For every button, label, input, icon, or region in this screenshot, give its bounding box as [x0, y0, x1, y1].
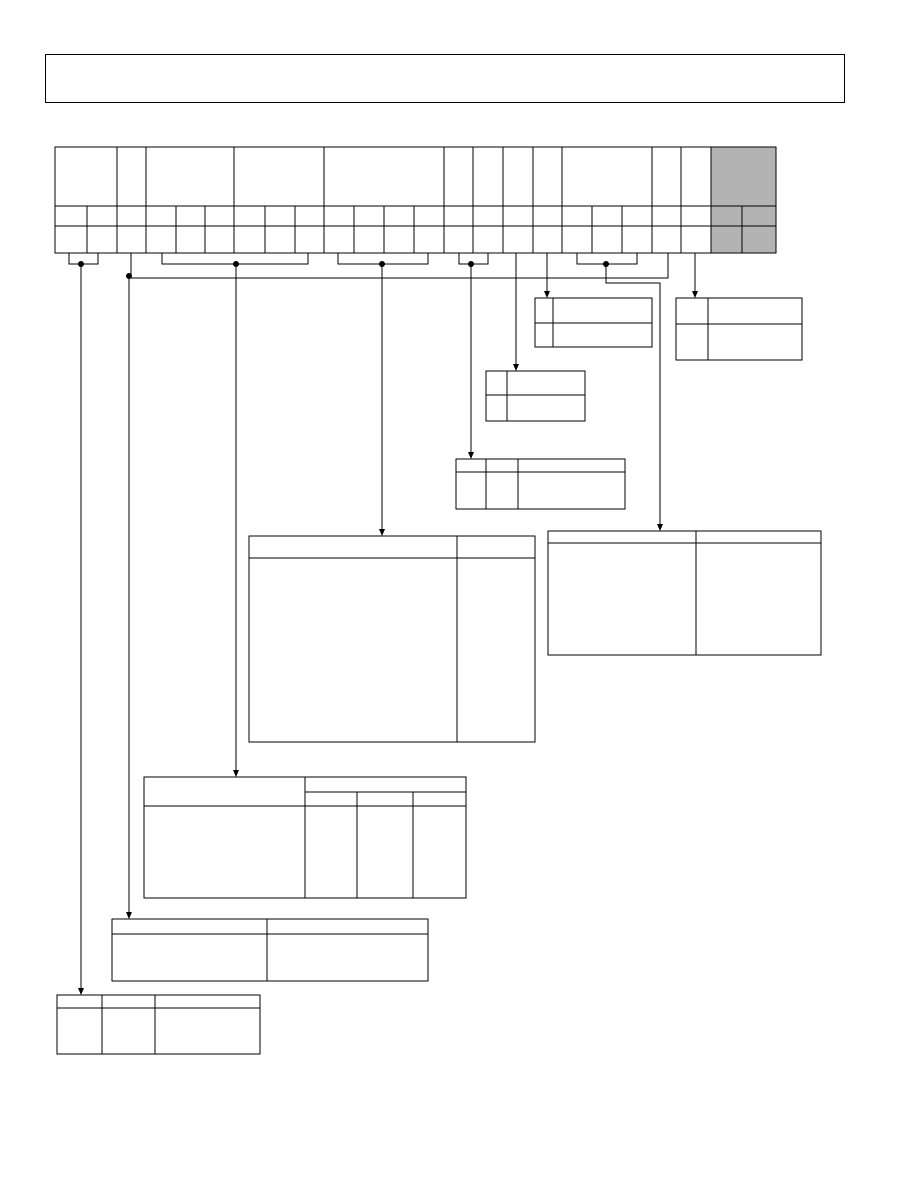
- arrow-field-8: [657, 524, 663, 531]
- register-field-dividers: [116, 147, 712, 253]
- value-table-9: [675, 297, 803, 361]
- arrow-field-9: [692, 291, 698, 298]
- arrow-field-1: [78, 988, 84, 995]
- page-header-box: [45, 54, 845, 103]
- register-bitmap-table: [54, 146, 777, 254]
- value-table-6: [485, 370, 586, 422]
- register-bit-dividers: [86, 206, 743, 253]
- value-table-7: [534, 297, 653, 348]
- field-connectors: [68, 253, 698, 995]
- arrow-field-3: [233, 770, 239, 777]
- value-table-4: [248, 535, 536, 743]
- value-table-1: [56, 994, 261, 1055]
- arrow-field-2: [126, 912, 132, 919]
- shared-bus-line: [129, 253, 669, 279]
- arrow-field-4: [379, 529, 385, 536]
- arrow-field-7: [544, 291, 550, 298]
- value-table-8: [547, 530, 822, 656]
- value-table-2: [111, 918, 429, 982]
- arrow-field-6: [513, 364, 519, 371]
- connector-field-8: [605, 264, 661, 526]
- reserved-bits-shading: [710, 146, 777, 254]
- value-table-3: [143, 776, 467, 899]
- arrow-field-5: [468, 452, 474, 459]
- value-table-5: [455, 458, 626, 510]
- register-outline: [54, 146, 777, 254]
